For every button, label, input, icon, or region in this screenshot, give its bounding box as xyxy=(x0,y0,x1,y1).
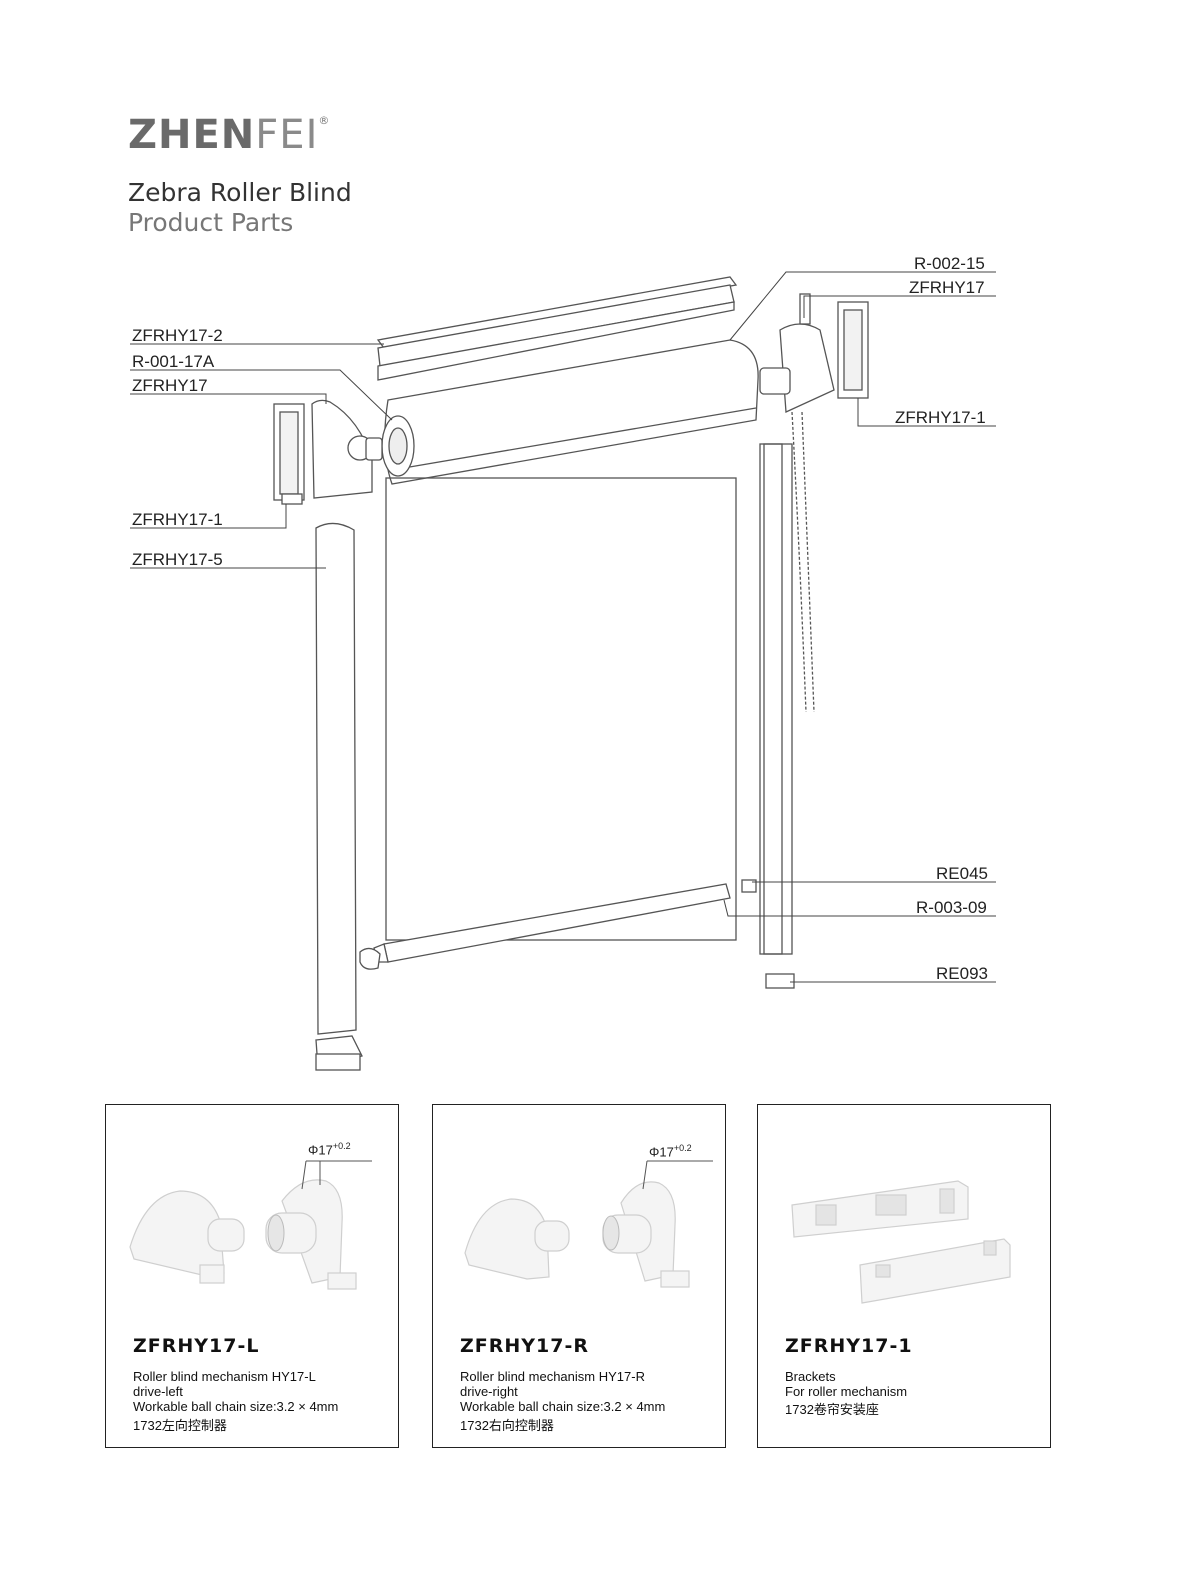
callout-r00309: R-003-09 xyxy=(916,898,987,917)
diameter-label: Φ17+0.2 xyxy=(649,1143,692,1160)
callout-r00117a: R-001-17A xyxy=(132,352,215,371)
card-line-1: Roller blind mechanism HY17-R xyxy=(460,1369,645,1384)
product-card-zfrhy17-1: ZFRHY17-1 Brackets For roller mechanism … xyxy=(757,1104,1051,1448)
callout-zfrhy17-2: ZFRHY17-2 xyxy=(132,326,223,345)
left-side-channel xyxy=(315,522,363,1071)
left-end-cap xyxy=(311,399,383,499)
product-card-zfrhy17-r: Φ17+0.2 ZFRHY17-R Roller blind mechanism… xyxy=(432,1104,726,1448)
pin-re045 xyxy=(741,879,757,893)
card-line-1: Brackets xyxy=(785,1369,836,1384)
right-side-channel xyxy=(759,443,795,989)
logo-light-text: FEI xyxy=(255,112,319,158)
callout-zfrhy17-5: ZFRHY17-5 xyxy=(132,550,223,569)
leader-r00309 xyxy=(723,899,996,917)
right-mechanism xyxy=(759,293,835,413)
leader-zfrhy17-right xyxy=(803,295,996,318)
leader-r00117a xyxy=(130,369,393,421)
left-bracket xyxy=(273,403,305,505)
bottom-rail xyxy=(359,883,731,970)
callout-zfrhy17-left: ZFRHY17 xyxy=(132,376,208,395)
card-title: ZFRHY17-1 xyxy=(785,1335,913,1357)
right-bracket xyxy=(837,301,869,399)
card-title: ZFRHY17-R xyxy=(460,1335,590,1357)
leader-zfrhy17-1-left xyxy=(130,504,287,529)
logo-bold-text: ZHEN xyxy=(128,112,256,158)
callout-zfrhy17-1-right: ZFRHY17-1 xyxy=(895,408,986,427)
card-line-4: 1732右向控制器 xyxy=(460,1418,554,1433)
card-line-3: Workable ball chain size:3.2 × 4mm xyxy=(460,1399,666,1414)
mechanism-left-illustration xyxy=(129,1160,372,1290)
card-line-3: 1732卷帘安装座 xyxy=(785,1402,879,1417)
leader-zfrhy17-left xyxy=(130,393,327,404)
callout-zfrhy17-1-left: ZFRHY17-1 xyxy=(132,510,223,529)
mechanism-right-illustration xyxy=(464,1160,713,1288)
callout-r00215: R-002-15 xyxy=(914,254,985,273)
card-line-2: drive-right xyxy=(460,1384,518,1399)
callout-zfrhy17-right: ZFRHY17 xyxy=(909,278,985,297)
leader-r00215 xyxy=(729,271,996,341)
exploded-diagram xyxy=(130,271,996,1071)
card-line-4: 1732左向控制器 xyxy=(133,1418,227,1433)
card-line-2: drive-left xyxy=(133,1384,183,1399)
ball-chain xyxy=(791,411,815,713)
diameter-label: Φ17+0.2 xyxy=(308,1141,351,1158)
brand-logo: ZHENFEI ® xyxy=(128,112,329,158)
page-title: Zebra Roller Blind xyxy=(128,178,352,207)
card-line-1: Roller blind mechanism HY17-L xyxy=(133,1369,316,1384)
card-line-2: For roller mechanism xyxy=(785,1384,908,1399)
product-card-zfrhy17-l: Φ17+0.2 ZFRHY17-L Roller blind mechanism… xyxy=(105,1104,399,1448)
card-line-3: Workable ball chain size:3.2 × 4mm xyxy=(133,1399,339,1414)
headrail-profile xyxy=(376,276,738,381)
bracket-illustration xyxy=(791,1180,1011,1304)
leader-zfrhy17-1-right xyxy=(857,398,996,427)
registered-mark: ® xyxy=(318,114,331,127)
card-title: ZFRHY17-L xyxy=(133,1335,260,1357)
callout-re045: RE045 xyxy=(936,864,988,883)
roller-cassette xyxy=(381,339,759,485)
fabric-panel xyxy=(385,477,737,941)
callout-re093: RE093 xyxy=(936,964,988,983)
page-subtitle: Product Parts xyxy=(128,208,294,237)
